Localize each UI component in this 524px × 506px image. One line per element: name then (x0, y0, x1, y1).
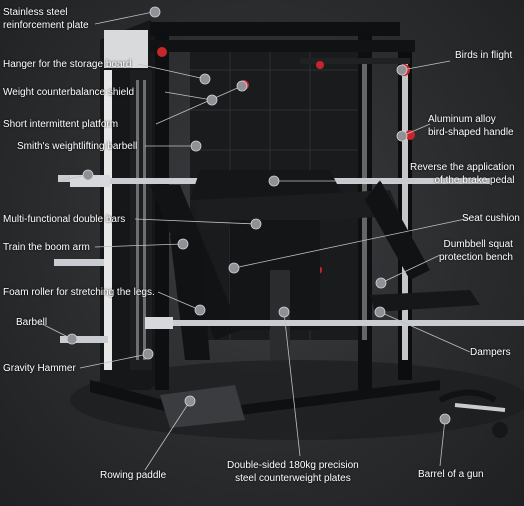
label-foam-roller: Foam roller for stretching the legs. (3, 287, 155, 298)
label-dumbbell-line-1: Dumbbell squat (443, 239, 513, 250)
label-brake-pedal: Reverse the application of the brake ped… (410, 161, 515, 187)
marker-dumbbell-bench (375, 277, 387, 289)
rowing-paddle-plate (160, 385, 245, 428)
marker-rowing-paddle (184, 395, 196, 407)
weight-stack-holes (136, 80, 146, 360)
label-gravity-hammer: Gravity Hammer (3, 363, 76, 374)
label-weight-shield: Weight counterbalance shield (3, 87, 135, 98)
label-aluminum-line-2: bird-shaped handle (428, 127, 514, 138)
weight-shield-panel (130, 70, 152, 370)
marker-hanger (199, 73, 211, 85)
label-brake-line-1: Reverse the application (410, 162, 515, 173)
label-dumbbell-line-2: protection bench (439, 252, 513, 263)
floor-weight (492, 422, 508, 438)
label-rowing-paddle: Rowing paddle (100, 470, 167, 481)
marker-barbell (66, 333, 78, 345)
dumbbell-squat-bench (370, 290, 480, 312)
label-dumbbell-bench: Dumbbell squat protection bench (439, 238, 513, 264)
label-birds-in-flight: Birds in flight (455, 50, 513, 61)
floor-handle-2 (454, 403, 506, 412)
lower-barbell-sleeve (145, 317, 173, 329)
boom-arm (170, 235, 210, 360)
marker-birds (396, 64, 408, 76)
weight-pin-strip (104, 70, 112, 370)
marker-brake-pedal (268, 175, 280, 187)
marker-foam-roller (194, 304, 206, 316)
label-counterweight-line-2: steel counterweight plates (235, 473, 351, 484)
marker-boom-arm (177, 238, 189, 250)
label-hanger-storage-board: Hanger for the storage board (3, 59, 132, 70)
label-brake-line-2: of the brake pedal (434, 175, 515, 186)
label-boom-arm: Train the boom arm (3, 242, 90, 253)
label-stainless-line-1: Stainless steel (3, 7, 68, 18)
storage-pegs (54, 175, 108, 343)
marker-double-bars (250, 218, 262, 230)
marker-gravity-hammer (142, 348, 154, 360)
birds-in-flight-bar (300, 58, 410, 64)
stainless-plate (104, 30, 148, 68)
barrel-handle (438, 389, 497, 403)
marker-smith-barbell (190, 140, 202, 152)
label-barbell: Barbell (16, 317, 48, 328)
label-aluminum-line-1: Aluminum alloy (428, 114, 496, 125)
label-smith-barbell: Smith's weightlifting barbell (17, 141, 138, 152)
label-stainless-steel-plate: Stainless steel reinforcement plate (3, 6, 89, 32)
smith-barbell-sleeve-left (70, 175, 110, 187)
marker-barrel (439, 413, 451, 425)
label-barrel-of-gun: Barrel of a gun (418, 469, 484, 480)
marker-barbell-end (82, 169, 94, 181)
marker-dampers (374, 306, 386, 318)
marker-dots (66, 6, 451, 425)
marker-aluminum-handle (396, 130, 408, 142)
marker-weight-shield (206, 94, 218, 106)
label-dampers: Dampers (470, 347, 511, 358)
marker-seat-cushion (228, 262, 240, 274)
lower-barbell (145, 320, 524, 326)
label-seat-cushion: Seat cushion (462, 213, 520, 224)
label-stainless-line-2: reinforcement plate (3, 20, 89, 31)
front-top-beam (150, 40, 415, 52)
label-counterweight-plates: Double-sided 180kg precision steel count… (227, 459, 359, 485)
label-multi-functional-bars: Multi-functional double bars (3, 214, 126, 225)
label-counterweight-line-1: Double-sided 180kg precision (227, 460, 359, 471)
label-short-platform: Short intermittent platform (3, 119, 119, 130)
rear-frame-top (150, 22, 400, 36)
leader-lines (37, 11, 471, 471)
marker-short-platform (236, 80, 248, 92)
marker-stainless-plate (149, 6, 161, 18)
label-aluminum-handle: Aluminum alloy bird-shaped handle (428, 113, 514, 139)
marker-counterweight (278, 306, 290, 318)
right-arm (365, 180, 430, 280)
short-platform (190, 170, 345, 200)
